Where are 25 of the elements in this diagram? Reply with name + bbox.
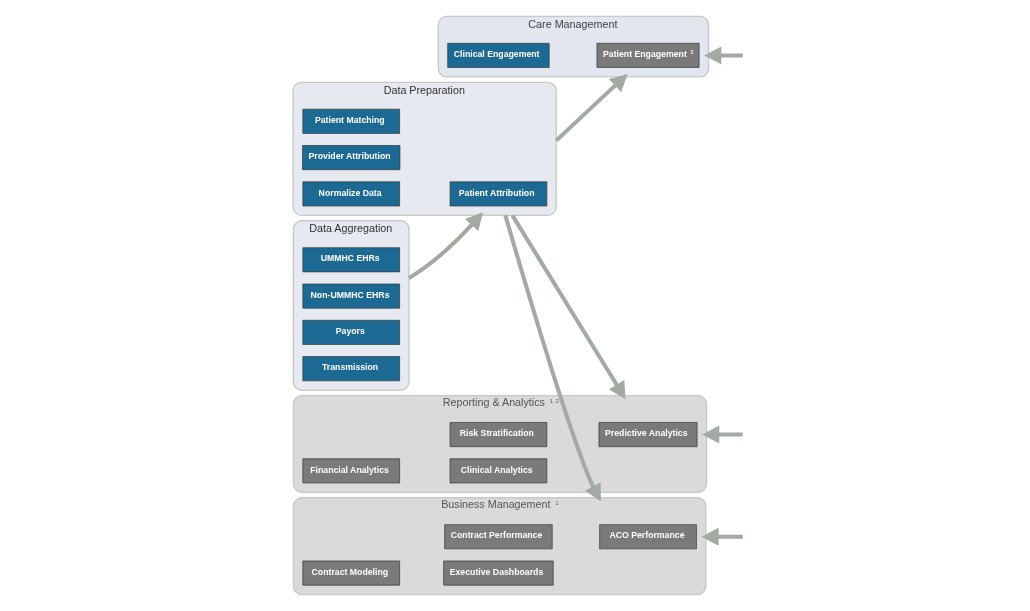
node-box: Provider Attribution [301, 145, 400, 171]
node-box: Patient Attribution [449, 181, 547, 207]
node-box: Contract Modeling [302, 560, 400, 586]
node-box: Clinical Analytics [449, 458, 547, 484]
node-box: Normalize Data [302, 181, 400, 207]
node-box: Financial Analytics [302, 458, 400, 484]
node-box: Payors [302, 319, 400, 345]
node-box: Clinical Engagement [446, 42, 550, 68]
node-box: UMMHC EHRs [302, 247, 400, 273]
arrow [554, 73, 627, 142]
node-box: Patient Matching [302, 108, 400, 134]
arrow [703, 46, 743, 65]
node-box: Transmission [302, 356, 400, 382]
node-box: Risk Stratification [449, 422, 547, 447]
node-box: Contract Performance [443, 524, 553, 550]
node-box: Executive Dashboards [442, 560, 554, 586]
node-box: Patient Engagement$^{1}$ [596, 42, 699, 68]
arrow [502, 214, 601, 502]
arrow [407, 212, 483, 280]
arrow [701, 425, 743, 444]
arrow [701, 527, 743, 546]
node-box: Predictive Analytics [598, 422, 697, 447]
arrow [510, 214, 626, 400]
node-box: Non-UMMHC EHRs [302, 283, 400, 309]
node-box: ACO Performance [598, 524, 697, 550]
